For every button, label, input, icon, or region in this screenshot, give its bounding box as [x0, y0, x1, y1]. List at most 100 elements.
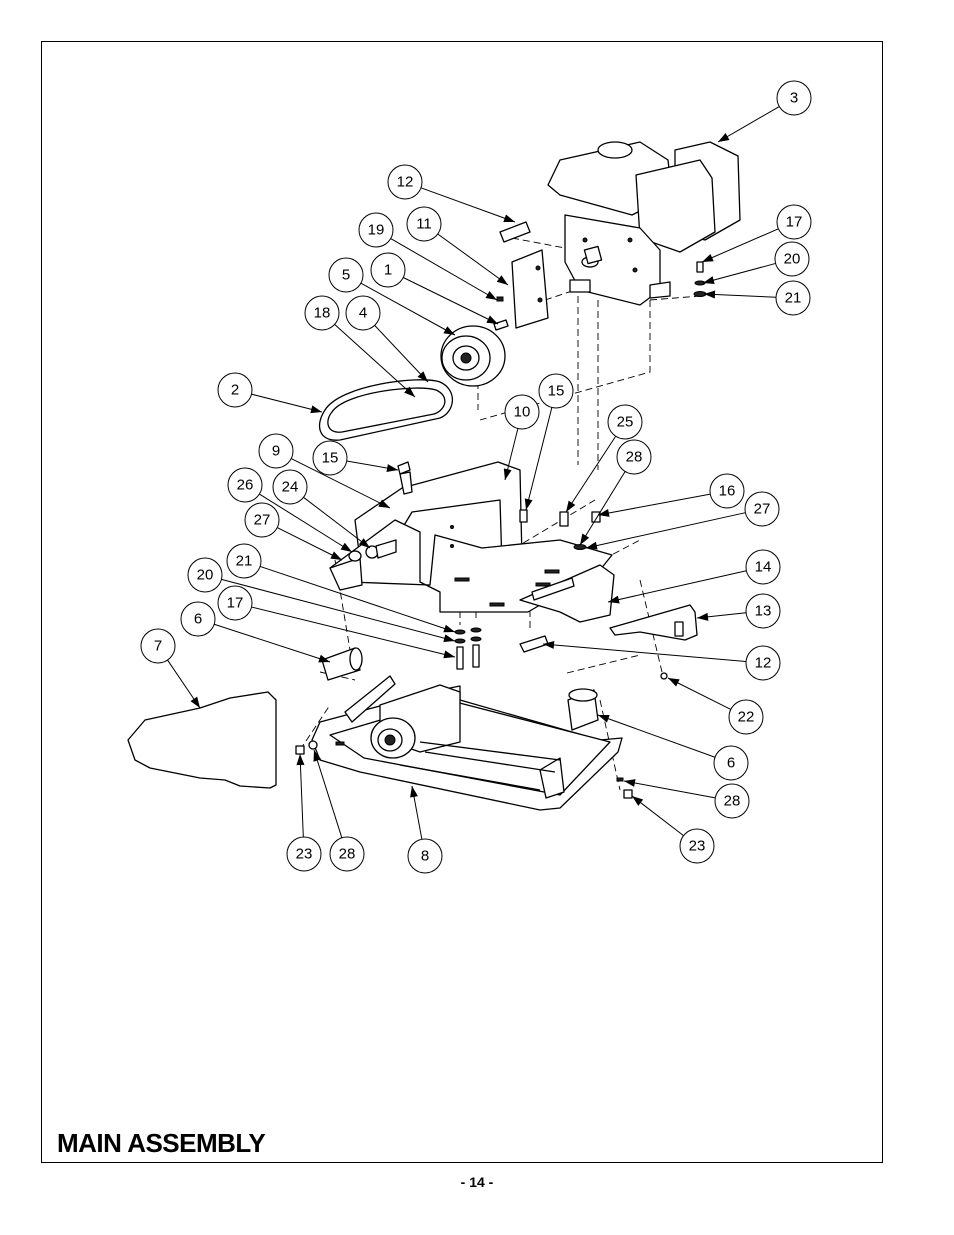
leader-line — [607, 570, 747, 603]
callout-circle — [304, 295, 340, 331]
part-callout: 2 — [217, 372, 253, 408]
part-callout: 23 — [286, 836, 322, 872]
callout-circle — [217, 585, 253, 621]
part-callout: 15 — [312, 440, 348, 476]
part-callout: 22 — [728, 699, 764, 735]
callout-circle — [713, 745, 749, 781]
leader-arrowhead — [598, 714, 610, 723]
leader-line — [585, 512, 746, 549]
callout-number: 11 — [416, 216, 432, 233]
callout-circle — [180, 601, 216, 637]
pulley-and-belt — [318, 325, 506, 441]
callout-circle — [504, 394, 540, 430]
lower-bolts — [454, 627, 482, 670]
callout-circle — [775, 280, 811, 316]
callout-circle — [774, 241, 810, 277]
drawing-frame — [41, 41, 883, 1163]
leader-line — [703, 293, 777, 298]
page-title: MAIN ASSEMBLY — [57, 1128, 266, 1158]
callout-circle — [140, 628, 176, 664]
callout-circle — [776, 204, 812, 240]
part-callout: 28 — [616, 439, 652, 475]
callout-number: 17 — [786, 214, 803, 231]
leader-arrowhead — [608, 595, 620, 604]
callout-circle — [745, 645, 781, 681]
callout-number: 9 — [272, 443, 280, 460]
leader-line — [701, 228, 779, 263]
callout-number: 3 — [790, 90, 798, 107]
part-callout: 7 — [140, 628, 176, 664]
leader-arrowhead — [697, 612, 709, 621]
leader-arrowhead — [485, 291, 497, 300]
part-callout: 5 — [328, 257, 364, 293]
leader-arrowhead — [190, 696, 200, 708]
callout-number: 28 — [626, 449, 643, 466]
leader-arrowhead — [503, 468, 512, 480]
callout-number: 28 — [724, 793, 741, 810]
handle-bracket — [519, 604, 698, 680]
leader-arrowhead — [668, 678, 680, 687]
part-callout: 24 — [272, 469, 308, 505]
leader-arrowhead — [443, 624, 455, 633]
leader-arrowhead — [386, 464, 398, 473]
leader-line — [374, 325, 429, 383]
part-callout: 6 — [180, 601, 216, 637]
leader-line — [303, 496, 371, 549]
part-callout: 21 — [226, 543, 262, 579]
rubber-mounts — [321, 647, 599, 731]
leader-line — [542, 643, 747, 663]
callout-circle — [538, 373, 574, 409]
callout-circle — [370, 252, 406, 288]
leader-arrowhead — [486, 315, 498, 324]
callout-number: 22 — [738, 709, 755, 726]
leader-arrowhead — [632, 796, 644, 806]
leader-line — [290, 458, 391, 509]
callout-number: 26 — [237, 477, 254, 494]
callout-number: 23 — [689, 838, 706, 855]
part-callout: 20 — [774, 241, 810, 277]
callout-circle — [776, 80, 812, 116]
part-callout: 28 — [329, 836, 365, 872]
mount-plate — [493, 221, 549, 331]
leader-line — [597, 493, 711, 516]
leader-arrowhead — [404, 386, 415, 397]
callout-circle — [406, 206, 442, 242]
belt-guard — [127, 691, 277, 789]
callout-circle — [745, 549, 781, 585]
part-callout: 28 — [714, 783, 750, 819]
callout-number: 17 — [227, 595, 244, 612]
leader-arrowhead — [566, 500, 576, 512]
callout-circle — [607, 404, 643, 440]
part-callout: 12 — [387, 164, 423, 200]
leader-arrowhead — [703, 276, 715, 284]
callout-circle — [745, 593, 781, 629]
leader-line — [390, 238, 498, 301]
leader-arrowhead — [443, 650, 455, 659]
callout-number: 20 — [784, 251, 801, 268]
callout-circle — [217, 372, 253, 408]
leader-line — [623, 780, 716, 799]
callout-circle — [728, 699, 764, 735]
callout-number: 25 — [617, 414, 634, 431]
part-callout: 26 — [227, 467, 263, 503]
callout-circle — [272, 469, 308, 505]
leader-arrowhead — [624, 779, 636, 787]
callout-number: 21 — [236, 553, 253, 570]
callout-circle — [227, 467, 263, 503]
callout-circle — [312, 440, 348, 476]
part-callout: 27 — [244, 502, 280, 538]
part-callout: 14 — [745, 549, 781, 585]
part-callout: 4 — [345, 295, 381, 331]
callout-number: 7 — [154, 638, 162, 655]
leader-arrowhead — [410, 786, 418, 798]
callout-number: 27 — [754, 501, 771, 518]
part-callout: 27 — [744, 491, 780, 527]
leader-line — [579, 471, 626, 546]
leader-line — [717, 106, 780, 143]
callout-circle — [345, 295, 381, 331]
callout-circle — [616, 439, 652, 475]
leader-arrowhead — [496, 275, 508, 285]
engine — [547, 141, 741, 306]
callout-number: 20 — [197, 567, 214, 584]
part-callout: 21 — [775, 280, 811, 316]
